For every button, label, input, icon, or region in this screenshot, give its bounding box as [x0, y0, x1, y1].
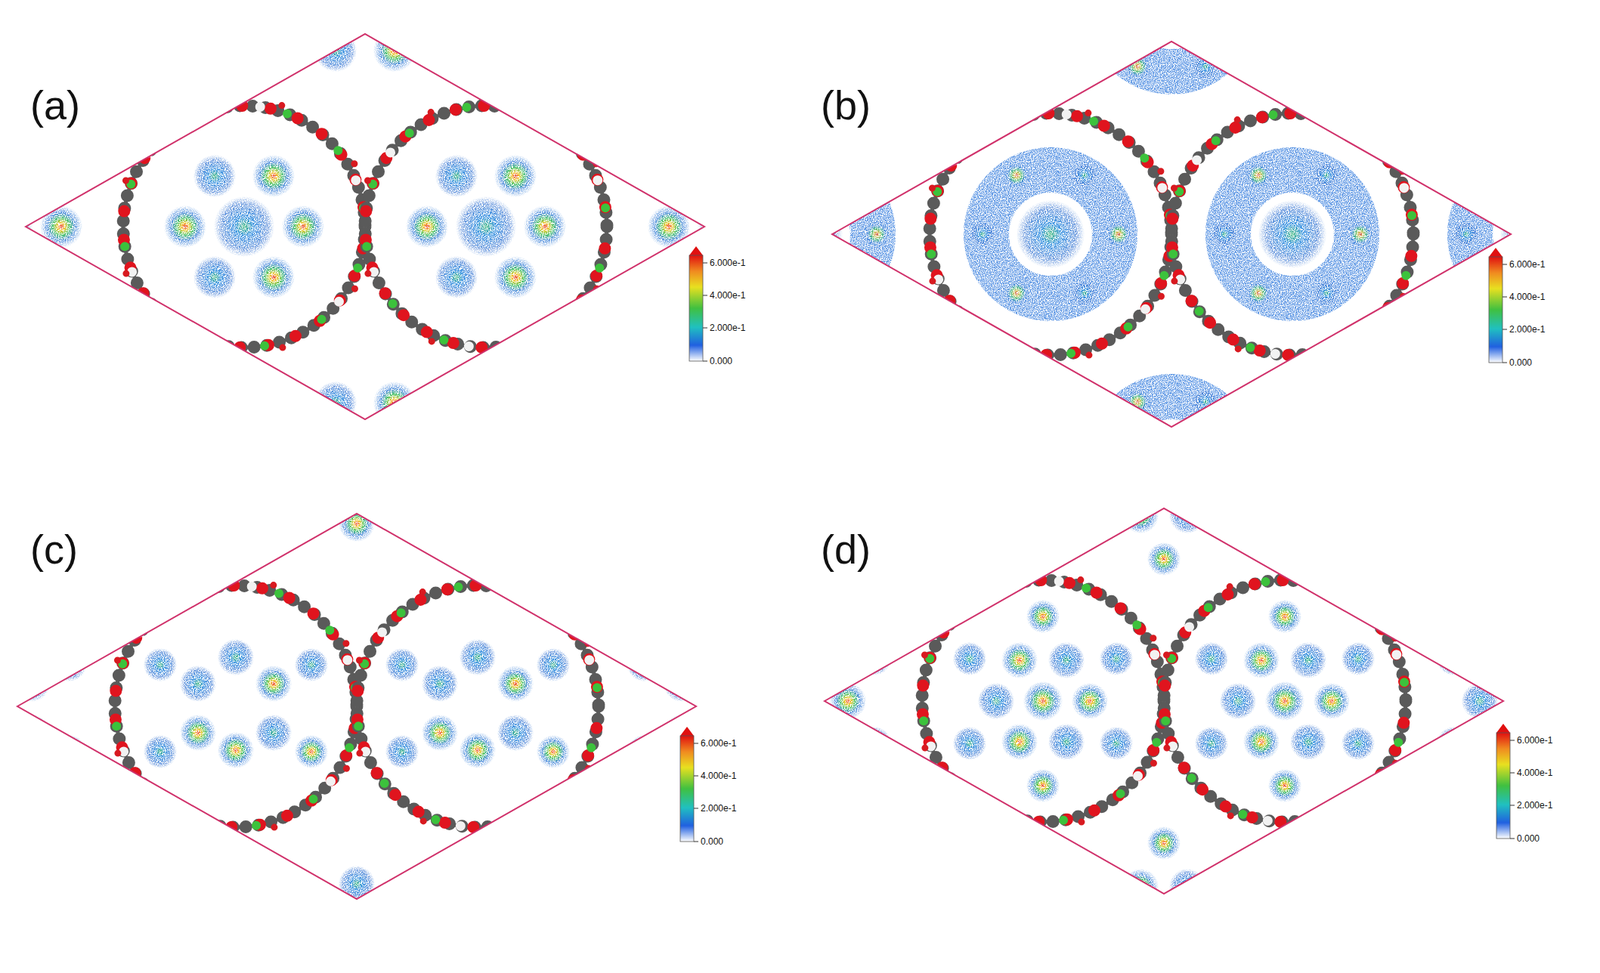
colorbar-tick-label: 4.000e-1	[700, 771, 737, 781]
panel-label: (b)	[820, 84, 871, 126]
panel-label: (d)	[820, 529, 871, 570]
colorbar-tick-label: 0.000	[1509, 358, 1532, 368]
colorbar-tick-label: 2.000e-1	[709, 323, 746, 333]
colorbar-tick-label: 2.000e-1	[700, 804, 737, 814]
panel-b	[728, 0, 1600, 534]
colorbar-tick-label: 0.000	[709, 356, 733, 366]
colorbar	[1496, 724, 1515, 839]
colorbar-tick-label: 4.000e-1	[1509, 292, 1545, 302]
colorbar-tick-label: 6.000e-1	[1509, 259, 1545, 270]
colorbar-tick-label: 6.000e-1	[700, 739, 737, 749]
panel-d	[711, 373, 1600, 973]
colorbar	[680, 727, 699, 842]
panel-a	[0, 0, 808, 526]
colorbar-tick-label: 2.000e-1	[1509, 324, 1545, 335]
panel-label: (c)	[30, 529, 78, 570]
colorbar-tick-label: 6.000e-1	[1516, 736, 1553, 746]
colorbar-tick-label: 4.000e-1	[709, 290, 746, 301]
colorbar	[689, 246, 708, 362]
panel-label: (a)	[30, 84, 81, 126]
colorbar-tick-label: 6.000e-1	[709, 258, 746, 268]
colorbar-tick-label: 4.000e-1	[1516, 768, 1553, 778]
colorbar	[1488, 247, 1508, 363]
colorbar-tick-label: 0.000	[1516, 834, 1540, 844]
colorbar-tick-label: 0.000	[700, 837, 724, 847]
colorbar-tick-label: 2.000e-1	[1516, 801, 1553, 811]
panel-c	[0, 412, 812, 973]
